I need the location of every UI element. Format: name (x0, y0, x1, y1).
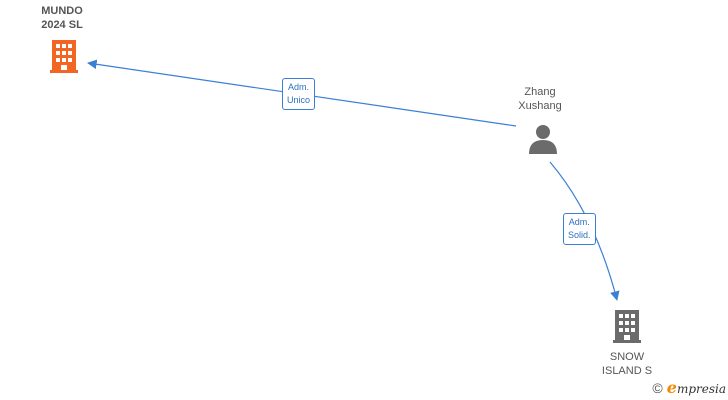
building-icon[interactable] (613, 310, 641, 343)
building-icon[interactable] (50, 40, 78, 73)
node-name-line1: Zhang (524, 86, 556, 98)
node-label-mundo[interactable]: MUNDO 2024 SL (30, 4, 94, 32)
node-name-line2: Xushang (518, 100, 562, 112)
edge-label-adm-solid[interactable]: Adm. Solid. (563, 213, 596, 245)
node-name-line2: 2024 SL (41, 19, 83, 31)
person-icon[interactable] (529, 125, 557, 154)
edge-label-line2: Solid. (568, 230, 591, 240)
brand-initial: e (666, 378, 677, 397)
node-name-line2: ISLAND S (601, 365, 653, 377)
node-name-line1: MUNDO (41, 5, 83, 17)
node-label-zhang[interactable]: Zhang Xushang (508, 85, 572, 113)
edge-label-line2: Unico (287, 95, 311, 105)
brand-text: mpresia (676, 382, 726, 396)
copyright-icon: © (652, 380, 663, 396)
edge-label-line1: Adm. (288, 82, 310, 92)
node-label-snow[interactable]: SNOW ISLAND S (592, 350, 662, 378)
edge-label-line1: Adm. (568, 217, 590, 227)
brand-logo: ©empresia (652, 378, 726, 397)
node-name-line1: SNOW (609, 351, 645, 363)
edge-label-adm-unico[interactable]: Adm. Unico (282, 78, 316, 110)
